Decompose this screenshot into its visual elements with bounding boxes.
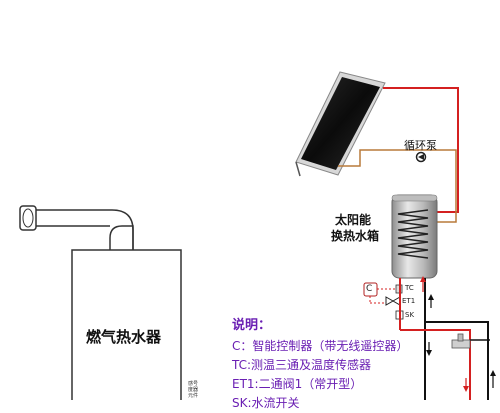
flue-pipe (109, 225, 134, 250)
flow-arrows (420, 276, 496, 392)
heater-side-note: 感号 度器 元件 (188, 381, 199, 399)
valve-label-et1: ET1 (402, 297, 416, 305)
solar-hot-loop (338, 87, 459, 223)
heat-exchange-coil (397, 209, 429, 259)
legend-item: TC:测温三通及温度传感器 (232, 358, 372, 372)
legend-title: 说明： (232, 318, 272, 333)
et1-valve (385, 296, 395, 306)
solar-panel-glass (301, 77, 380, 170)
legend-item: SK:水流开关 (232, 396, 300, 410)
faucet (451, 333, 471, 349)
flue-cap (19, 205, 37, 231)
flue-cap-ring (22, 208, 34, 228)
legend-item: ET1:二通阀1（常开型） (232, 377, 363, 391)
flue-outlet (36, 209, 134, 250)
gas-water-heater (19, 205, 182, 400)
water-pipes (399, 278, 490, 400)
tank-label-line2: 换热水箱 (331, 229, 380, 243)
legend: 说明： C：智能控制器（带无线遥控器） TC:测温三通及温度传感器 ET1:二通… (232, 314, 500, 413)
solar-panel (295, 71, 386, 177)
legend-item: C：智能控制器（带无线遥控器） (232, 339, 409, 353)
heater-body (71, 249, 182, 400)
tank-label-line1: 太阳能 (335, 213, 372, 227)
solar-heat-exchange-tank (391, 194, 438, 279)
solar-panel-stand (295, 161, 301, 177)
pump-label: 循环泵 (404, 139, 437, 152)
circulation-pump (415, 151, 427, 163)
valve-label-tc: TC (405, 284, 414, 292)
heater-label: 燃气热水器 (86, 328, 162, 346)
valve-label-sk: SK (405, 311, 415, 319)
valve-label-c: C (366, 284, 373, 294)
system-diagram (19, 71, 496, 400)
